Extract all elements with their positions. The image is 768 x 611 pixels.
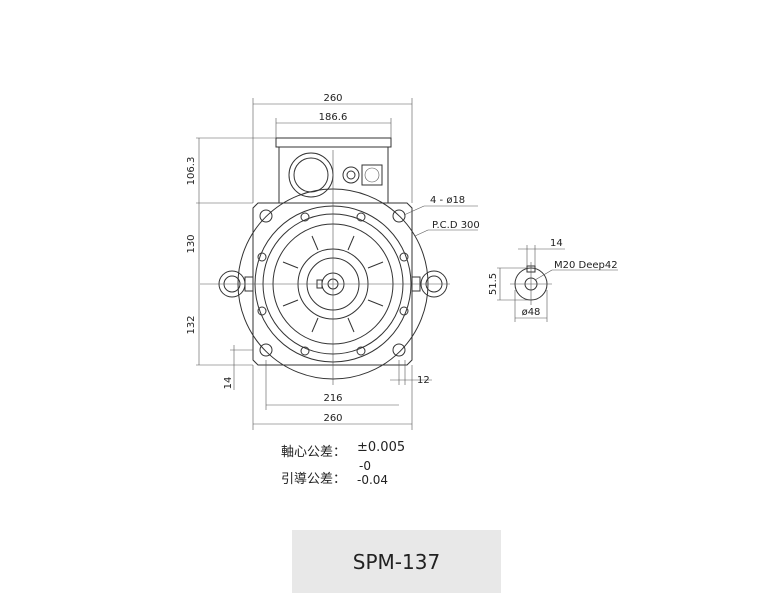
pilot-tolerance-upper: -0 (359, 459, 371, 473)
dim-260-top: 260 (323, 93, 342, 104)
shaft-end-view: 14 51.5 M20 Deep42 ø48 (488, 238, 618, 322)
dimension-lines (196, 98, 478, 430)
pcd-label: P.C.D 300 (432, 220, 480, 231)
shaft-thread: M20 Deep42 (554, 260, 618, 271)
dim-260-bottom: 260 (323, 413, 342, 424)
pilot-tolerance-lower: -0.04 (357, 473, 389, 487)
motor-flange (200, 150, 450, 385)
runout-tolerance-value: ±0.005 (357, 440, 406, 455)
terminal-box (275, 137, 392, 204)
shaft-height: 51.5 (488, 273, 499, 295)
dim-132: 132 (186, 315, 197, 334)
mount-holes-label: 4 - ø18 (430, 195, 465, 206)
dim-186-6: 186.6 (319, 112, 348, 123)
pilot-tolerance-label: 引導公差： (281, 472, 347, 487)
dim-14: 14 (223, 377, 234, 390)
model-name: SPM-137 (352, 549, 441, 574)
model-name-box: SPM-137 (292, 530, 501, 593)
dimension-labels: 260 186.6 106.3 130 132 14 216 260 12 4 … (186, 93, 480, 424)
dim-106-3: 106.3 (186, 157, 197, 186)
shaft-diameter: ø48 (522, 307, 541, 318)
dim-130: 130 (186, 234, 197, 253)
dim-12: 12 (417, 375, 430, 386)
shaft-key-width: 14 (550, 238, 563, 249)
corner-holes (259, 209, 406, 357)
runout-tolerance-label: 軸心公差： (281, 445, 347, 460)
bolt-circle-holes (257, 212, 409, 356)
dim-216: 216 (323, 393, 342, 404)
